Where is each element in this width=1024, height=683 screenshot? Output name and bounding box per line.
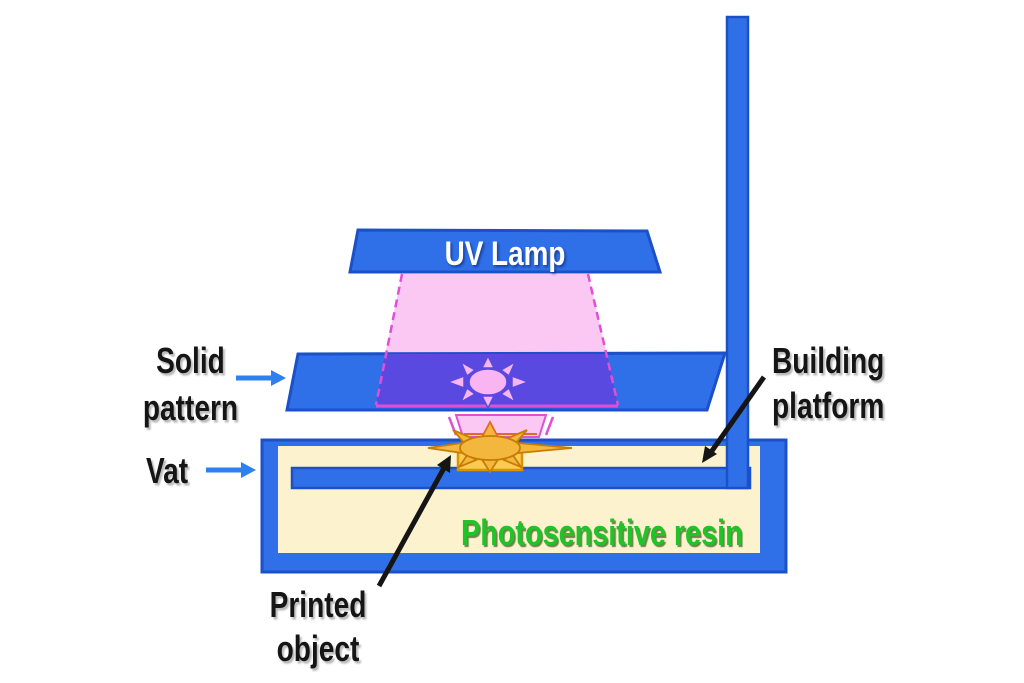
building-platform-label-line1: Building [772, 340, 885, 381]
printed-object-label-line2: object [276, 628, 360, 669]
solid-pattern-label: Solid pattern [134, 337, 247, 431]
uv-lamp-shape [348, 228, 663, 274]
uv-light-cone [385, 274, 607, 355]
solid-pattern-arrowhead-icon [271, 370, 286, 386]
platform-support-rod [725, 15, 750, 490]
cone-right-edge [586, 273, 620, 406]
printed-object-arrowhead-icon [437, 455, 451, 473]
pattern-sun-icon [445, 354, 531, 410]
vat-arrowhead-icon [241, 462, 256, 478]
photosensitive-resin-label: Photosensitive resin [461, 512, 743, 553]
cone-left-edge [374, 273, 404, 406]
solid-pattern-arrow [236, 370, 286, 386]
building-platform-arrowhead-icon [702, 446, 717, 463]
printed-object-arrow [376, 455, 451, 588]
vat-label: Vat [146, 450, 189, 491]
building-platform-label-line2: platform [772, 385, 885, 426]
printed-sun-icon [427, 420, 573, 474]
uv-lamp-label: UV Lamp [444, 235, 566, 273]
printed-object-label-line1: Printed [269, 584, 367, 625]
building-platform-label: Building platform [772, 338, 884, 428]
building-platform-arrow [702, 375, 767, 463]
printed-object-label: Printed object [263, 583, 372, 671]
solid-pattern-label-line1: Solid [156, 340, 225, 381]
solid-pattern-label-line2: pattern [142, 387, 239, 428]
vat-arrow [206, 462, 256, 478]
beam-right-flap [544, 416, 555, 436]
